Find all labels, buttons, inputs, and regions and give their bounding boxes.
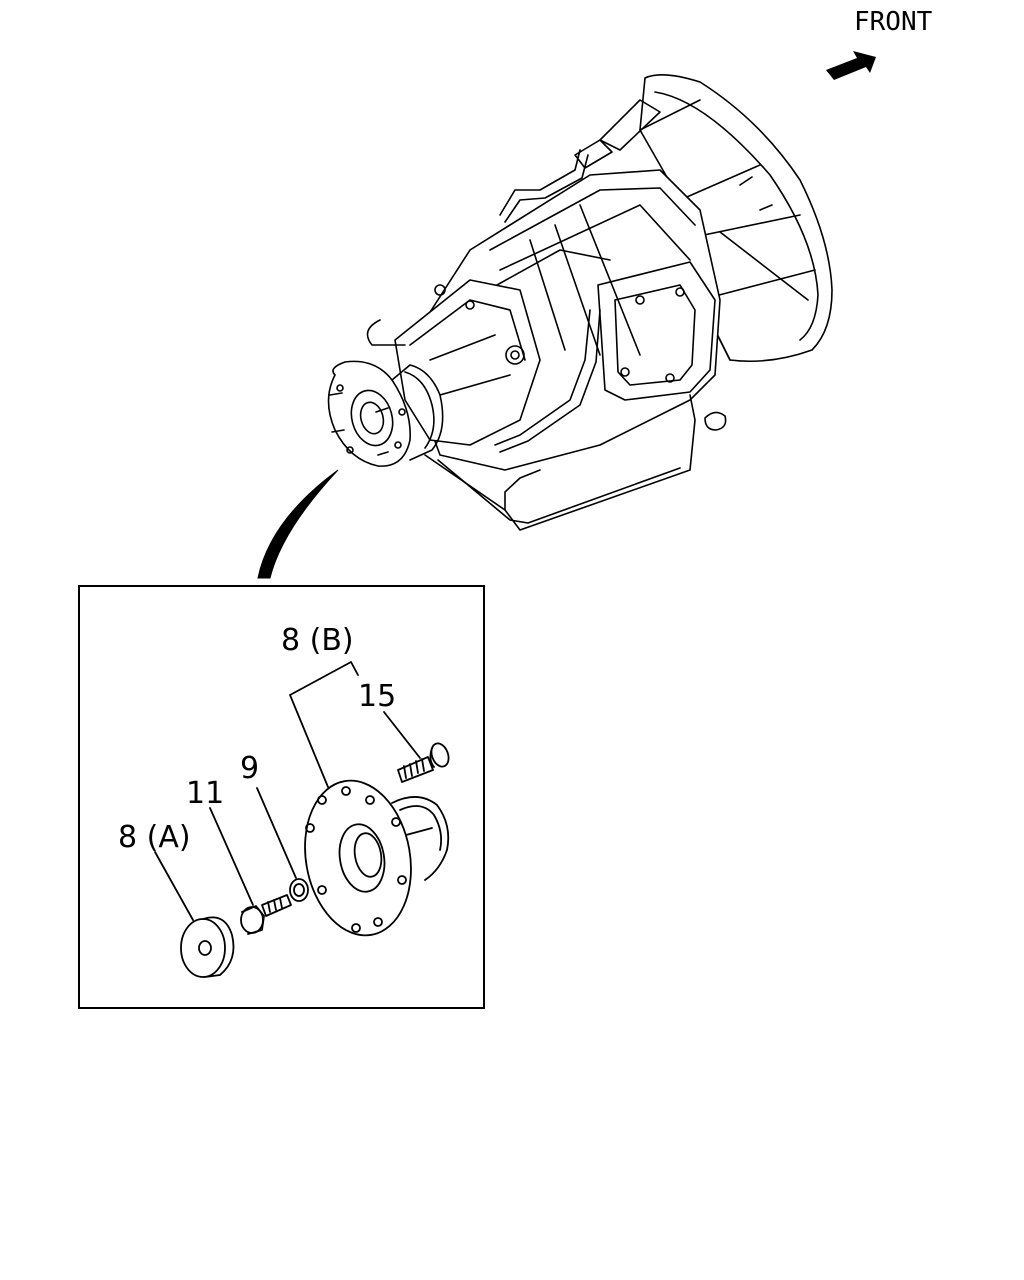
leader-11 (209, 807, 254, 906)
bolt-11 (240, 894, 292, 935)
hydraulic-lines (499, 149, 581, 216)
leader-15 (383, 711, 421, 759)
detail-box (78, 585, 485, 1009)
bell-housing (639, 74, 833, 363)
callout-11: 11 (186, 776, 224, 811)
extension-housing (394, 279, 541, 446)
leader-9 (256, 787, 297, 879)
callout-8b: 8 (B) (281, 623, 354, 658)
detail-leader (257, 469, 339, 579)
transmission-assembly (327, 74, 833, 531)
callout-15: 15 (358, 679, 396, 714)
front-label: FRONT (854, 7, 933, 37)
callout-8a: 8 (A) (118, 820, 191, 855)
output-flange (327, 360, 411, 467)
leader-8b (289, 661, 359, 788)
front-indicator: FRONT (826, 7, 933, 80)
callout-9: 9 (240, 751, 259, 786)
oil-pan (424, 394, 696, 531)
washer-9 (289, 878, 309, 902)
bolt-15 (397, 742, 450, 783)
leader-8a (154, 851, 194, 921)
cap-8a (180, 916, 235, 978)
front-arrow-icon (826, 51, 876, 80)
detail-inset: 8 (B) 15 9 11 8 (A) (78, 585, 485, 1009)
companion-flange (304, 779, 450, 937)
